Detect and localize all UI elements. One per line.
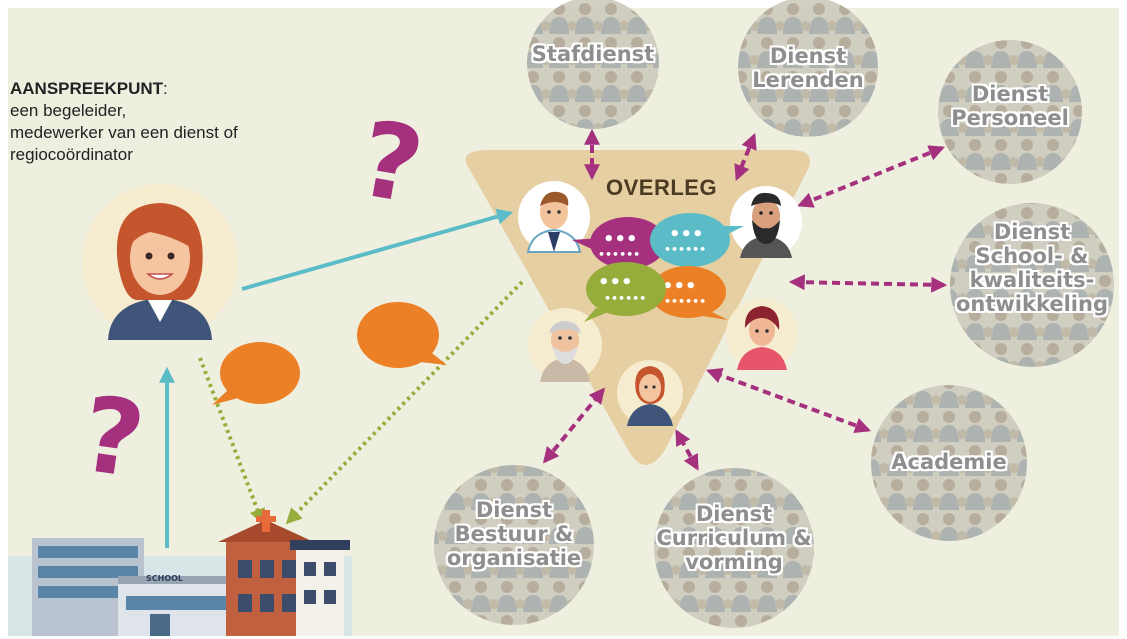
crowd-photo-icon (738, 0, 878, 137)
arrow-academie (705, 367, 872, 434)
crowd-photo-icon (938, 40, 1082, 184)
person-avatar-icon (617, 360, 683, 426)
arrow-lerenden (734, 133, 757, 181)
person-avatar-icon (726, 298, 798, 370)
hub-label-line: kwaliteits- (969, 268, 1095, 292)
hub-label-line: Personeel (951, 106, 1069, 130)
contact-title-suffix: : (163, 79, 168, 98)
hub-label-line: Dienst (971, 82, 1049, 106)
svg-text:•••: ••• (603, 229, 638, 250)
arrow-curriculum (675, 429, 699, 471)
speech-bubble-icon (212, 342, 300, 405)
speech-bubble-icon: ••• •••••• (650, 266, 728, 320)
service-connections (542, 128, 948, 471)
question-mark-icon: ? (75, 373, 152, 502)
arrow-school-kwaliteit (788, 274, 948, 293)
contact-description: AANSPREEKPUNT: een begeleider, medewerke… (10, 78, 330, 166)
arrow-contact-to-school (198, 357, 265, 525)
hub-label-line: Lerenden (752, 68, 864, 92)
contact-title: AANSPREEKPUNT (10, 79, 164, 98)
person-avatar-icon (528, 308, 602, 382)
hub-label-line: ontwikkeling (955, 292, 1108, 316)
hub-bestuur: Dienst Bestuur & organisatie (429, 498, 599, 570)
olive-arrows (198, 280, 524, 525)
hub-label-line: vorming (685, 550, 783, 574)
hub-academie: Academie (864, 450, 1034, 474)
arrow-personeel (797, 145, 945, 208)
crowd-photo-icon (950, 203, 1114, 367)
crowd-photo-icon (654, 468, 814, 628)
crowd-circles (434, 0, 1114, 628)
crowd-photo-icon (871, 385, 1027, 541)
contact-person-avatar (82, 184, 238, 340)
arrow-contact-to-overleg (241, 208, 514, 291)
hub-lerenden: Dienst Lerenden (723, 44, 893, 92)
contact-line: medewerker van een dienst of (10, 123, 238, 142)
speech-bubble-icon (357, 302, 447, 368)
speech-bubble-icon: ••• •••••• (572, 217, 666, 269)
hub-label-line: Curriculum & (656, 526, 812, 550)
arrow-bestuur (542, 387, 606, 464)
crowd-photo-icon (527, 0, 659, 129)
contact-line: een begeleider, (10, 101, 127, 120)
contact-title-line: AANSPREEKPUNT: (10, 78, 330, 100)
chat-bubbles: ••• •••••• ••• •••••• ••• •••••• ••• •••… (572, 213, 744, 322)
hub-label-line: Dienst (769, 44, 847, 68)
svg-text:••••••: •••••• (664, 243, 706, 256)
svg-text:••••••: •••••• (604, 292, 646, 305)
svg-text:••••••: •••••• (598, 248, 640, 261)
svg-text:•••: ••• (662, 276, 697, 297)
crowd-photo-icon (434, 465, 594, 625)
hub-label-line: Dienst (695, 502, 773, 526)
hub-label-line: Academie (891, 450, 1007, 474)
school-building-icon: SCHOOL (8, 510, 352, 636)
question-mark-icon: ? (351, 97, 432, 228)
person-avatar-icon (730, 186, 802, 258)
hub-label-line: School- & (975, 244, 1089, 268)
svg-text:•••: ••• (598, 272, 633, 293)
hub-label-line: Dienst (993, 220, 1071, 244)
hub-stafdienst: Stafdienst (508, 42, 678, 66)
hub-school-kwaliteit: Dienst School- & kwaliteits- ontwikkelin… (947, 220, 1117, 316)
hub-curriculum: Dienst Curriculum & vorming (649, 502, 819, 574)
svg-text:?: ? (75, 373, 152, 502)
hub-label-line: Dienst (475, 498, 553, 522)
speech-bubble-icon: ••• •••••• (584, 262, 666, 322)
person-avatar-icon (518, 181, 590, 253)
svg-text:••••••: •••••• (664, 295, 706, 308)
overleg-label: OVERLEG (606, 175, 718, 200)
svg-text:?: ? (351, 97, 432, 228)
hub-label-line: Bestuur & (454, 522, 574, 546)
school-sign: SCHOOL (146, 574, 183, 583)
svg-text:•••: ••• (669, 224, 704, 245)
speech-bubble-icon: ••• •••••• (650, 213, 744, 267)
teal-arrows (159, 208, 514, 548)
contact-line: regiocoördinator (10, 145, 133, 164)
hub-personeel: Dienst Personeel (925, 82, 1095, 130)
hub-label-line: Stafdienst (531, 42, 655, 66)
hub-label-line: organisatie (446, 546, 582, 570)
